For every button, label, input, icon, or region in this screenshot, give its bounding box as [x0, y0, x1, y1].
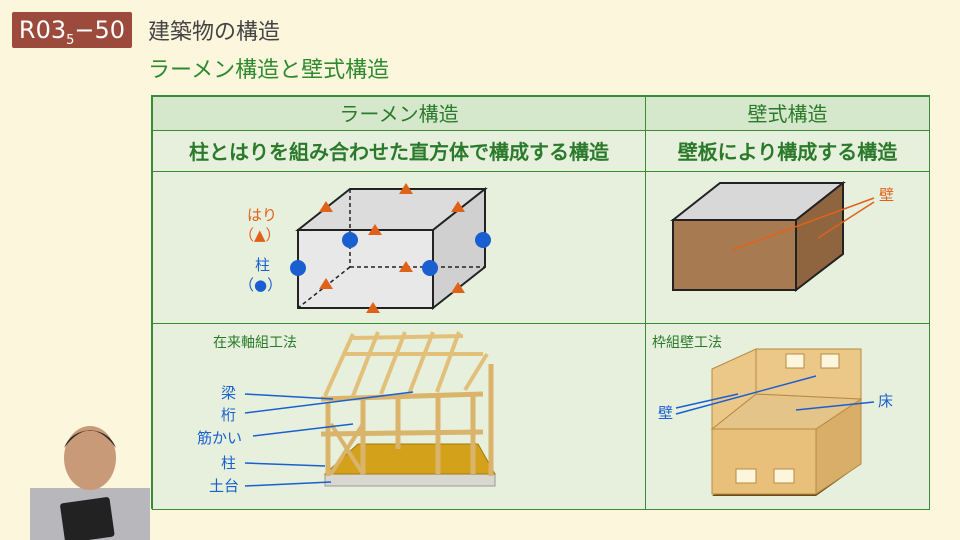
window	[785, 353, 805, 369]
topic-title: ラーメン構造と壁式構造	[148, 58, 390, 83]
foundation	[324, 473, 496, 487]
conventional-framing-cell: 在来軸組工法	[152, 323, 646, 510]
beam-triangle	[319, 278, 333, 289]
column-circle	[475, 232, 491, 248]
lesson-code-num: −50	[74, 16, 126, 44]
wall-heading: 壁式構造	[645, 96, 930, 131]
wall-front-face	[672, 219, 797, 291]
beam-triangle	[366, 302, 380, 313]
frame-wall-cell: 枠組壁工法 壁 床	[645, 323, 930, 510]
window	[820, 353, 840, 369]
beams	[320, 391, 484, 437]
frame-floor-part-label: 床	[878, 392, 894, 410]
frame-wall-part-label: 壁	[658, 404, 674, 422]
rafters	[323, 331, 489, 397]
wall-label: 壁	[879, 186, 895, 204]
beam-triangle	[368, 224, 382, 235]
presenter-face	[64, 426, 116, 490]
frame-wall-pointers	[675, 375, 875, 415]
box-front-face	[297, 229, 434, 309]
beam-triangle	[399, 261, 413, 272]
front-wall	[711, 428, 817, 495]
comparison-table: ラーメン構造 壁式構造 柱とはりを組み合わせた直方体で構成する構造 壁板により構…	[151, 95, 930, 510]
column-label: 柱	[255, 256, 271, 274]
rahmen-description: 柱とはりを組み合わせた直方体で構成する構造	[152, 130, 646, 172]
presenter-hair	[64, 430, 116, 448]
wall-pointer-line	[817, 201, 875, 239]
frame-wall-svg	[675, 348, 875, 496]
column-circle	[290, 260, 306, 276]
rahmen-box-svg	[290, 183, 491, 313]
wall-box-diagram: 壁	[645, 171, 930, 324]
part-label: 桁	[221, 406, 237, 424]
conventional-method-title: 在来軸組工法	[213, 335, 297, 351]
lesson-code-main: R03	[18, 16, 67, 44]
window	[773, 468, 795, 484]
framing-svg	[244, 331, 496, 487]
window	[735, 468, 757, 484]
column-markers	[290, 232, 491, 276]
lesson-code-badge: R035−50	[12, 12, 132, 48]
wall-description: 壁板により構成する構造	[645, 130, 930, 172]
category-title: 建築物の構造	[148, 20, 281, 45]
part-label: 筋かい	[197, 429, 243, 447]
beam-triangle	[451, 201, 465, 212]
frame-wall-method-title: 枠組壁工法	[652, 335, 722, 351]
lesson-code-sub: 5	[66, 32, 75, 48]
rahmen-heading: ラーメン構造	[152, 96, 646, 131]
part-label: 梁	[221, 384, 237, 402]
back-wall	[755, 348, 862, 400]
floor-deck	[323, 443, 496, 475]
beam-triangle	[319, 201, 333, 212]
presenter-video	[30, 426, 150, 540]
column-symbol-label: （●）	[239, 276, 283, 294]
wall-pointer-line	[731, 197, 875, 251]
presenter-tablet	[60, 497, 115, 540]
beam-label: はり	[247, 206, 278, 224]
beam-triangle	[399, 183, 413, 194]
column-circle	[422, 260, 438, 276]
framing-pointers	[244, 391, 414, 487]
beam-markers	[319, 183, 465, 313]
part-label: 柱	[221, 454, 237, 472]
part-label: 土台	[209, 477, 240, 495]
column-circle	[342, 232, 358, 248]
rahmen-box-diagram: はり （▲） 柱 （●）	[152, 171, 646, 324]
beam-triangle	[451, 282, 465, 293]
wall-box-svg	[670, 180, 875, 293]
beam-symbol-label: （▲）	[239, 226, 281, 244]
